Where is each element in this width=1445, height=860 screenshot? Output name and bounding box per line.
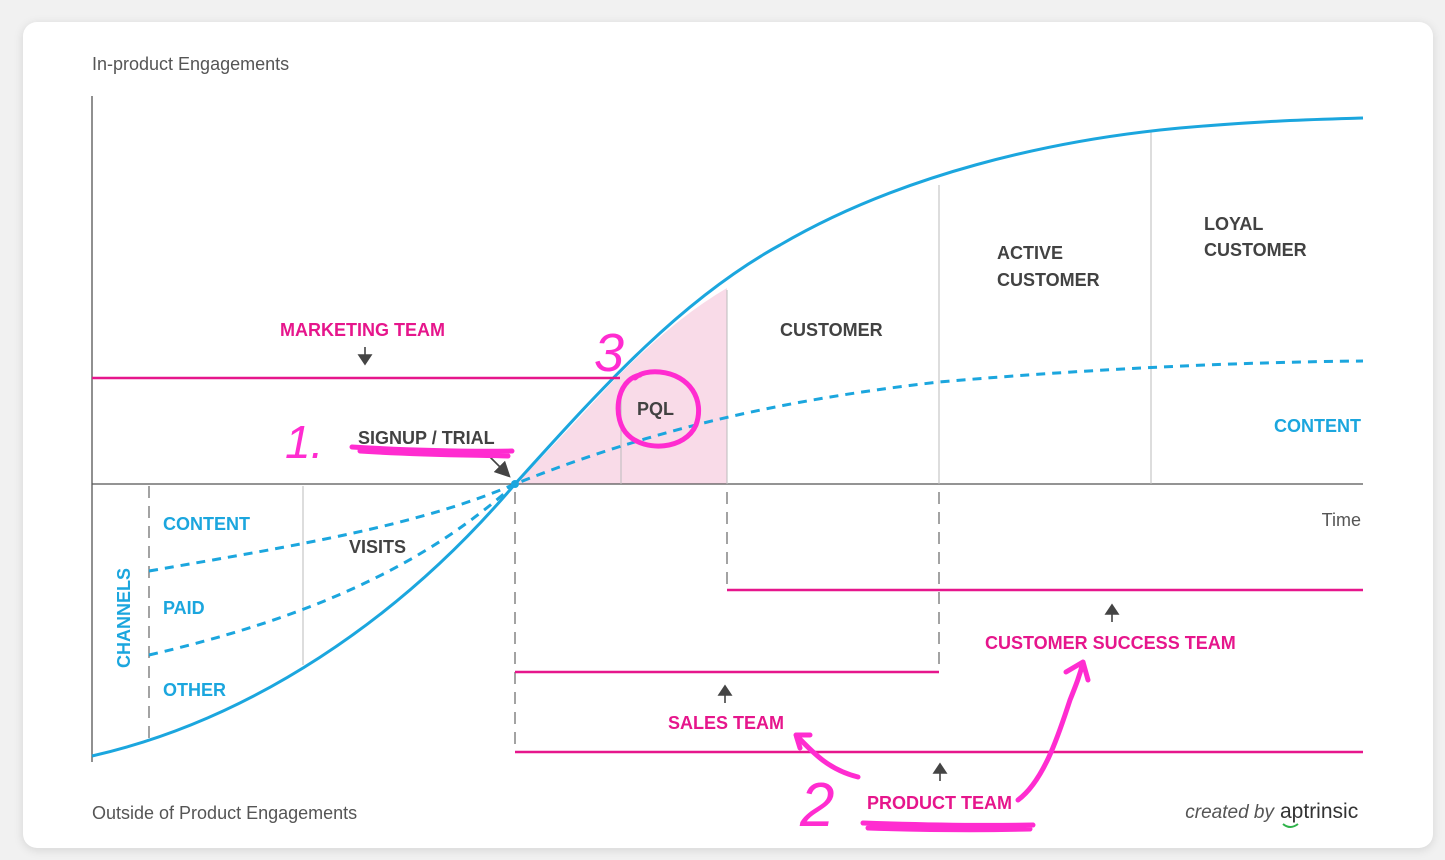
sales-arrow <box>717 684 733 703</box>
product-to-cs-annotation-arrow <box>1015 659 1091 803</box>
product-arrow <box>932 762 948 781</box>
channel-content-label: CONTENT <box>163 514 250 534</box>
product-to-sales-annotation-arrow <box>793 732 861 780</box>
marketing-arrow <box>357 347 373 366</box>
visits-label: VISITS <box>349 537 406 557</box>
pql-region <box>515 288 727 484</box>
channel-other-label: OTHER <box>163 680 226 700</box>
y-axis-top-label: In-product Engagements <box>92 54 289 74</box>
signup-label: SIGNUP / TRIAL <box>358 428 495 448</box>
pql-label: PQL <box>637 399 674 419</box>
content-curve-upper <box>148 359 1364 573</box>
signup-underline-annotation <box>349 444 515 459</box>
brand-smile-icon <box>1282 823 1299 828</box>
sales-team-label: SALES TEAM <box>668 713 784 733</box>
handwritten-two: 2 <box>799 771 834 840</box>
x-axis-label: Time <box>1322 510 1361 530</box>
signup-point <box>511 480 519 488</box>
diagram-card <box>23 22 1433 848</box>
marketing-team-label: MARKETING TEAM <box>280 320 445 340</box>
product-team-label: PRODUCT TEAM <box>867 793 1012 813</box>
active-customer-label-2: CUSTOMER <box>997 270 1100 290</box>
content-right-label: CONTENT <box>1274 416 1361 436</box>
paid-curve <box>148 482 517 657</box>
pql-circle-annotation <box>615 369 702 449</box>
channel-paid-label: PAID <box>163 598 205 618</box>
customer-success-team-label: CUSTOMER SUCCESS TEAM <box>985 633 1236 653</box>
customer-label: CUSTOMER <box>780 320 883 340</box>
loyal-customer-label-1: LOYAL <box>1204 214 1263 234</box>
credit-prefix: created by <box>1185 802 1275 823</box>
customer-success-arrow <box>1104 603 1120 622</box>
product-underline-annotation <box>860 820 1036 833</box>
y-axis-bottom-label: Outside of Product Engagements <box>92 803 357 823</box>
credit-brand: aptrinsic <box>1280 800 1358 823</box>
loyal-customer-label-2: CUSTOMER <box>1204 240 1307 260</box>
engagement-curve <box>91 116 1364 758</box>
handwritten-one: 1. <box>285 416 323 468</box>
active-customer-label-1: ACTIVE <box>997 243 1063 263</box>
handwritten-three: 3 <box>594 323 624 383</box>
channels-vertical-label: CHANNELS <box>114 568 134 668</box>
